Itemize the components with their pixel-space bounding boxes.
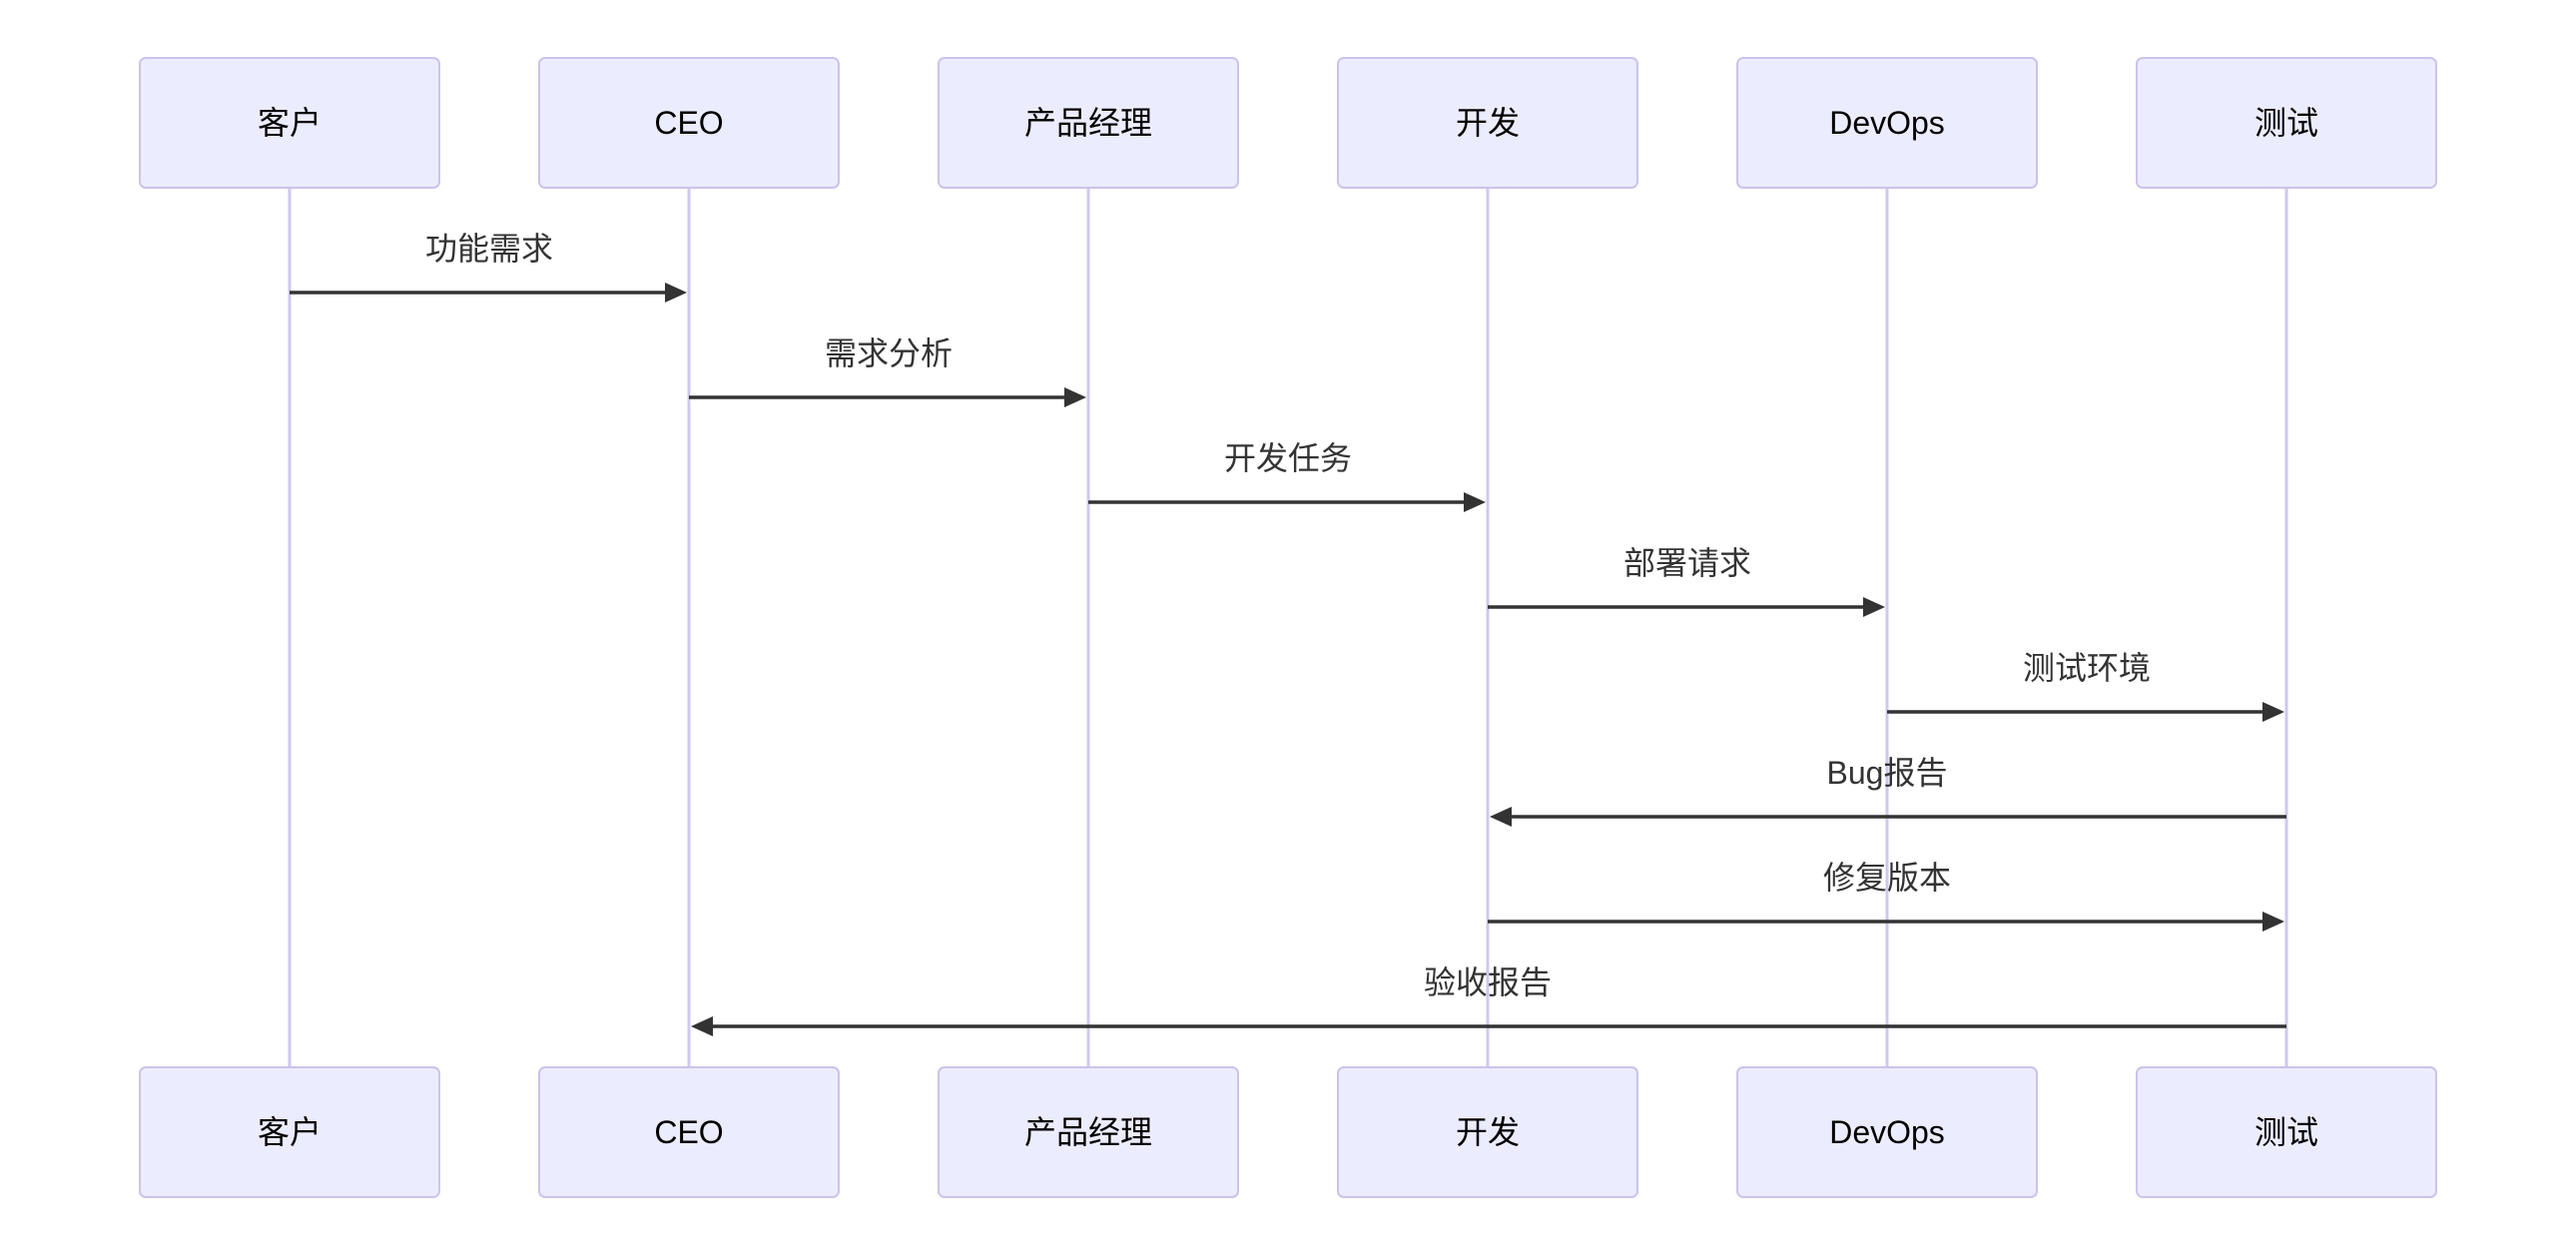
message-arrowhead-8 bbox=[691, 1016, 713, 1036]
actor-label-product-manager-top: 产品经理 bbox=[1024, 105, 1152, 141]
actor-label-customer-bottom: 客户 bbox=[258, 1114, 322, 1150]
message-label-3: 开发任务 bbox=[1224, 440, 1352, 476]
message-label-2: 需求分析 bbox=[825, 335, 953, 371]
message-arrowhead-2 bbox=[1064, 387, 1086, 407]
message-label-6: Bug报告 bbox=[1827, 755, 1948, 791]
actor-box-tester-top bbox=[2136, 57, 2437, 189]
message-label-7: 修复版本 bbox=[1823, 860, 1951, 896]
actor-box-devops-bottom bbox=[1736, 1066, 2038, 1198]
message-label-4: 部署请求 bbox=[1623, 545, 1751, 581]
message-arrowhead-3 bbox=[1464, 492, 1486, 512]
actor-box-customer-bottom bbox=[139, 1066, 440, 1198]
actor-box-customer-top bbox=[139, 57, 440, 189]
message-label-8: 验收报告 bbox=[1424, 964, 1552, 1000]
actor-label-customer-top: 客户 bbox=[258, 105, 322, 141]
actor-label-devops-bottom: DevOps bbox=[1829, 1114, 1945, 1150]
actor-label-product-manager-bottom: 产品经理 bbox=[1024, 1114, 1152, 1150]
actor-box-tester-bottom bbox=[2136, 1066, 2437, 1198]
actor-box-ceo-bottom bbox=[538, 1066, 840, 1198]
actor-box-ceo-top bbox=[538, 57, 840, 189]
message-arrowhead-5 bbox=[2262, 702, 2284, 722]
message-arrowhead-6 bbox=[1490, 807, 1512, 827]
actor-box-product-manager-top bbox=[938, 57, 1239, 189]
actor-label-ceo-bottom: CEO bbox=[654, 1114, 723, 1150]
message-label-5: 测试环境 bbox=[2023, 650, 2151, 686]
actor-label-developer-bottom: 开发 bbox=[1456, 1114, 1520, 1150]
actor-label-developer-top: 开发 bbox=[1456, 105, 1520, 141]
actor-label-devops-top: DevOps bbox=[1829, 105, 1945, 141]
actor-label-tester-bottom: 测试 bbox=[2254, 1114, 2318, 1150]
actor-box-product-manager-bottom bbox=[938, 1066, 1239, 1198]
actor-label-ceo-top: CEO bbox=[654, 105, 723, 141]
actor-box-developer-bottom bbox=[1337, 1066, 1638, 1198]
message-arrowhead-1 bbox=[665, 283, 687, 303]
message-arrowhead-4 bbox=[1863, 597, 1885, 617]
actor-label-tester-top: 测试 bbox=[2254, 105, 2318, 141]
actor-box-devops-top bbox=[1736, 57, 2038, 189]
message-label-1: 功能需求 bbox=[425, 231, 553, 267]
actor-box-developer-top bbox=[1337, 57, 1638, 189]
message-arrowhead-7 bbox=[2262, 912, 2284, 932]
